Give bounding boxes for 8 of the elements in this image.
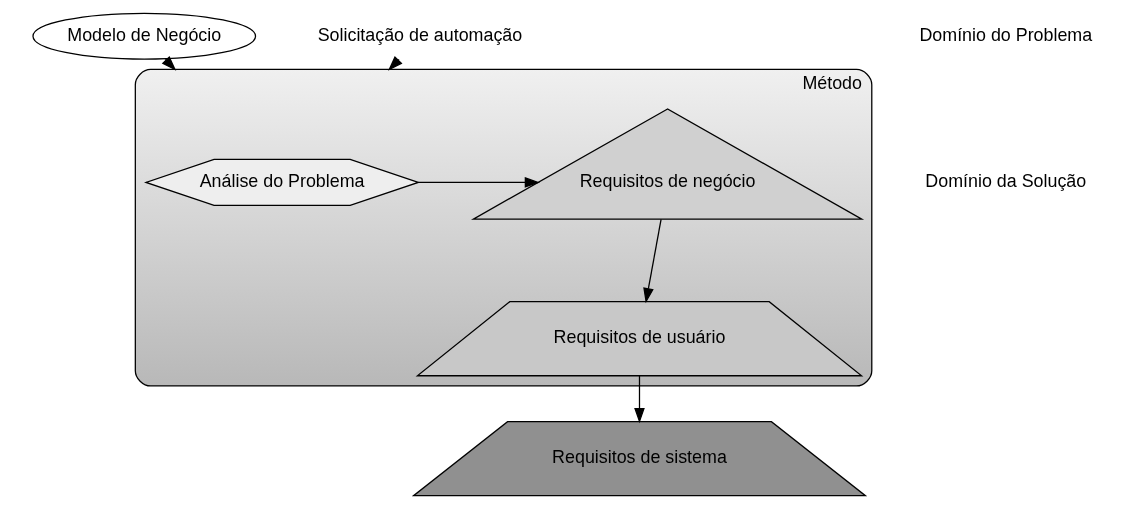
label: Domínio da Solução [924,171,1086,192]
node-text: Solicitação de automação [317,24,522,45]
arrow [387,56,402,71]
arrow [161,56,176,71]
arrow [633,375,645,424]
arrow [642,218,662,304]
label: Domínio do Problema [918,24,1092,45]
arrow [417,177,540,188]
